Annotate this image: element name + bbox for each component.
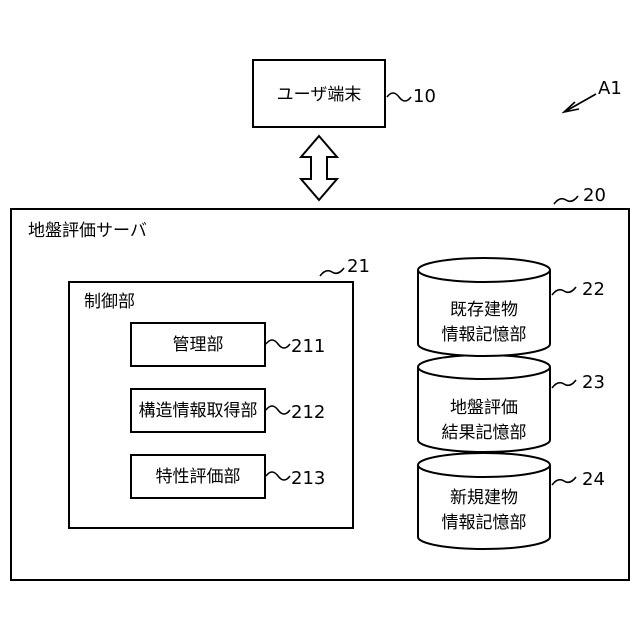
figure-ref-label: A1: [598, 78, 622, 99]
unit-characteristic-eval-ref: 213: [291, 468, 325, 489]
storage-existing-building-info-line2: 情報記憶部: [442, 325, 527, 345]
user-terminal-label: ユーザ端末: [277, 85, 362, 105]
user-terminal-ref: 10: [413, 86, 436, 107]
storage-new-building-info-line2: 情報記憶部: [442, 513, 527, 533]
storage-ground-eval-result-line2: 結果記憶部: [442, 423, 527, 443]
figure-ref-group: A1: [564, 78, 622, 112]
unit-characteristic-eval-label: 特性評価部: [156, 467, 241, 487]
bidirectional-arrow-icon: [301, 136, 337, 200]
server-ref: 20: [583, 185, 606, 206]
storage-new-building-info-ref: 24: [582, 469, 605, 490]
storage-existing-building-info-line1: 既存建物: [450, 300, 518, 320]
storage-ground-eval-result-line1: 地盤評価: [450, 398, 518, 418]
figure-ref-arrow-icon: [566, 94, 596, 111]
unit-structure-info-ref: 212: [291, 402, 325, 423]
unit-management-ref: 211: [291, 336, 325, 357]
controller-label: 制御部: [84, 292, 135, 312]
controller-ref: 21: [347, 256, 370, 277]
server-label: 地盤評価サーバ: [28, 221, 147, 241]
storage-existing-building-info-ref: 22: [582, 279, 605, 300]
server-leader-icon: [554, 196, 578, 204]
storage-new-building-info-line1: 新規建物: [450, 488, 518, 508]
user-terminal-leader-icon: [387, 93, 411, 101]
unit-management-label: 管理部: [173, 335, 224, 355]
storage-existing-building-info-top: [418, 258, 550, 282]
user-terminal-node: ユーザ端末 10: [253, 60, 436, 127]
storage-ground-eval-result-top: [418, 355, 550, 379]
unit-structure-info-label: 構造情報取得部: [139, 401, 258, 421]
storage-ground-eval-result-ref: 23: [582, 372, 605, 393]
storage-new-building-info-top: [418, 453, 550, 477]
